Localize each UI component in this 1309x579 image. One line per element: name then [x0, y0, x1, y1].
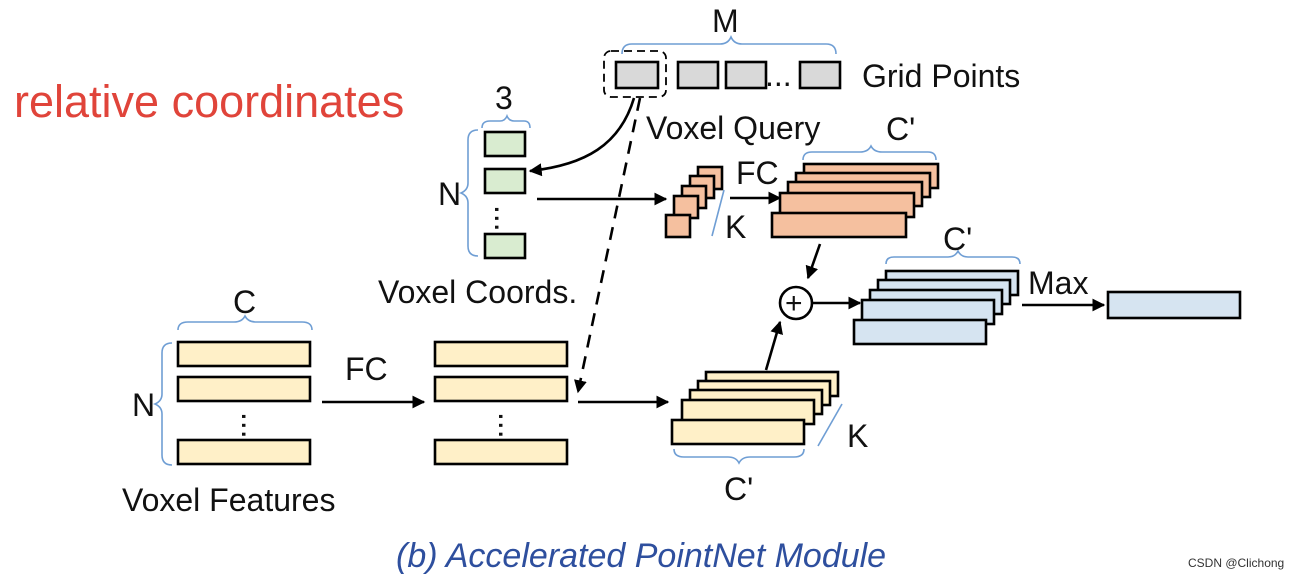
transformed-row [433, 438, 569, 466]
coords-dim-label: 3 [495, 80, 513, 116]
grouped-coords-stack: K [664, 165, 746, 245]
coord-cell-2 [483, 167, 527, 195]
coords-n-label: N [438, 176, 461, 212]
voxel-features-group: C N ... Voxel Features [122, 284, 335, 518]
grouped-k-label-bottom: K [847, 418, 868, 454]
grouped-c-brace [673, 448, 805, 465]
grouped-k-brace-bottom [817, 403, 843, 447]
coord-cell-3 [483, 232, 527, 260]
figure-caption: (b) Accelerated PointNet Module [396, 537, 886, 575]
grouped-feature-layer [670, 418, 806, 446]
transformed-row [433, 375, 569, 403]
feature-row [176, 375, 312, 403]
voxel-features-label: Voxel Features [122, 482, 335, 518]
orange-c-label: C' [886, 111, 915, 147]
grid-cell-2 [676, 60, 720, 90]
grid-ellipsis: ... [765, 57, 792, 93]
watermark: CSDN @Clichong [1188, 556, 1284, 570]
transformed-features-group: ... [433, 340, 569, 466]
feature-row [176, 438, 312, 466]
voxel-coords-group: 3 N ... Voxel Coords. [378, 80, 577, 310]
grouped-k-label: K [725, 209, 746, 245]
voxel-coords-label: Voxel Coords. [378, 274, 577, 310]
features-c-label: C [233, 284, 256, 320]
grouped-to-sum-arrow [764, 320, 783, 371]
relative-coordinates-annotation: relative coordinates [14, 76, 404, 127]
features-n-label: N [132, 387, 155, 423]
coord-cell-1 [483, 130, 527, 158]
grouped-k-brace [711, 189, 725, 237]
blue-c-label: C' [943, 221, 972, 257]
coord-vertical-ellipsis: ... [488, 205, 524, 232]
coords-top-brace [481, 113, 531, 129]
coords-left-brace [458, 129, 479, 257]
grouped-cell [664, 213, 692, 239]
coord-features-stack: C' [770, 111, 940, 239]
features-top-brace [177, 314, 313, 331]
max-label: Max [1028, 265, 1088, 301]
blue-c-brace [885, 249, 1021, 265]
features-left-brace [152, 342, 173, 466]
feature-row [176, 340, 312, 368]
m-label: M [712, 3, 739, 39]
dashed-index-arrow [574, 97, 642, 394]
voxel-query-arrow [528, 97, 636, 177]
grouped-c-label: C' [724, 471, 753, 507]
aggregated-features-stack: C' [852, 221, 1021, 346]
output-feature-vector [1106, 290, 1242, 320]
fc-bottom-label: FC [345, 351, 388, 387]
blue-layer [852, 318, 988, 346]
grouped-features-stack: K C' [670, 370, 868, 507]
sum-operator-icon [778, 285, 814, 321]
transformed-row [433, 340, 569, 368]
m-brace [621, 34, 837, 55]
orange-layer [770, 211, 908, 239]
grid-cell-3 [724, 60, 768, 90]
query-point-highlight [603, 50, 667, 98]
grid-points-label: Grid Points [862, 58, 1020, 94]
orange-c-brace [802, 144, 937, 161]
sum-operator-symbol: + [785, 287, 803, 320]
grid-cell-1 [614, 60, 660, 90]
transformed-vertical-ellipsis: ... [492, 412, 528, 439]
fc-top-label: FC [736, 155, 779, 191]
voxel-query-label: Voxel Query [646, 110, 820, 146]
grid-cell-4 [798, 60, 842, 90]
orange-to-sum-arrow [805, 243, 822, 280]
features-vertical-ellipsis: ... [235, 412, 271, 439]
grid-points-group: M ... Grid Points [603, 3, 1020, 98]
